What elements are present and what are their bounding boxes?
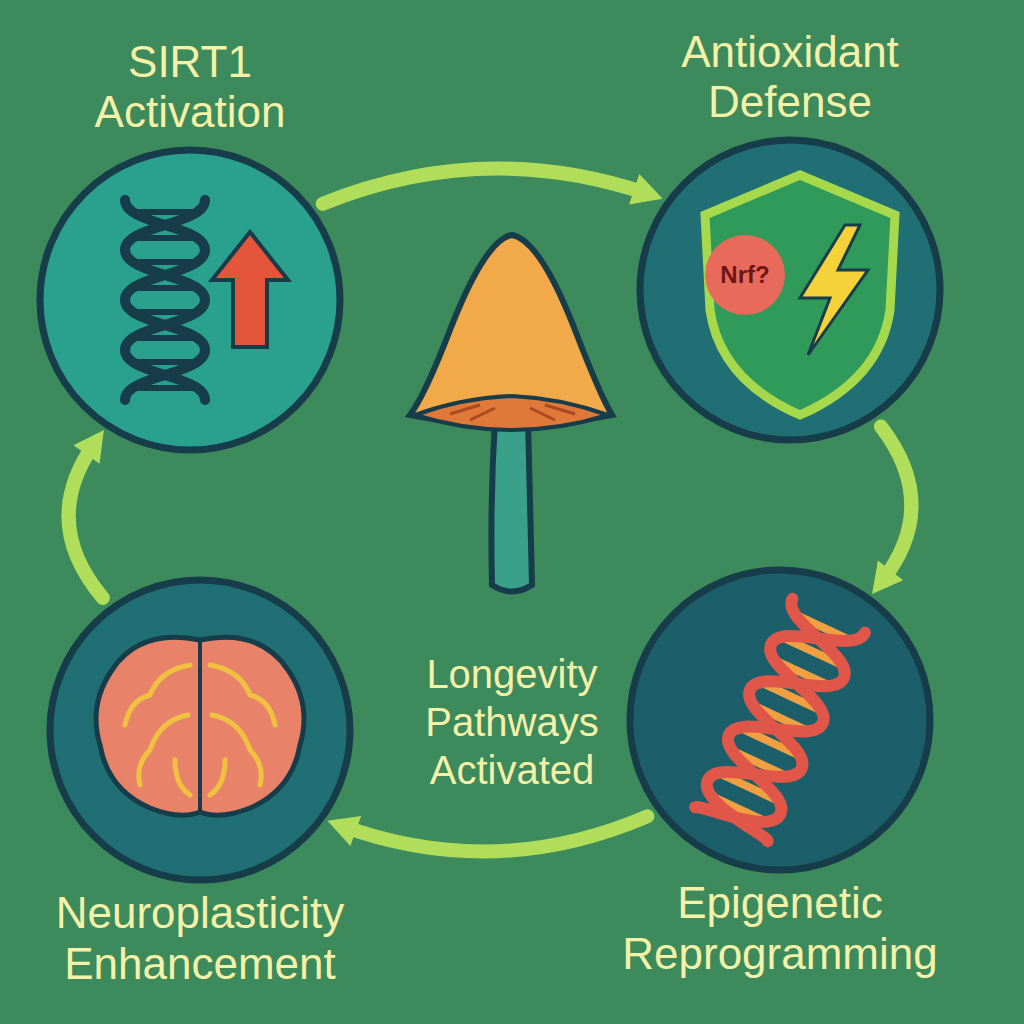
- brain-icon: [96, 637, 304, 815]
- lightning-icon: [800, 225, 868, 355]
- pathway-heading: SIRT1 Activation: [40, 37, 340, 138]
- pathway-circle: SIRT1 Activation: [40, 150, 340, 450]
- pathway-heading: Epigenetic Reprogramming: [580, 878, 980, 979]
- dna-icon: [695, 599, 865, 841]
- cycle-arrow: [881, 426, 911, 581]
- pathway-circle: Neuroplasticity Enhancement: [50, 580, 350, 880]
- pathway-heading: Antioxidant Defense: [630, 27, 950, 128]
- dna-icon: [125, 200, 205, 400]
- shield-icon: [705, 175, 895, 415]
- badge-text: Nrf?: [707, 263, 783, 287]
- node-circle: [40, 150, 340, 450]
- nrf-badge: [705, 235, 785, 315]
- up-arrow-icon: [212, 232, 288, 347]
- center-label: Longevity Pathways Activated: [362, 650, 662, 794]
- mushroom-illustration: [410, 235, 612, 592]
- cycle-arrow: [323, 169, 648, 204]
- node-circle: [50, 580, 350, 880]
- node-circle: [630, 570, 930, 870]
- cycle-arrow: [343, 816, 648, 851]
- node-circle: [640, 140, 940, 440]
- pathway-circle: Antioxidant DefenseNrf?: [640, 140, 940, 440]
- pathway-circle: Epigenetic Reprogramming: [630, 570, 930, 870]
- cycle-arrow: [69, 443, 103, 598]
- pathway-heading: Neuroplasticity Enhancement: [0, 888, 400, 989]
